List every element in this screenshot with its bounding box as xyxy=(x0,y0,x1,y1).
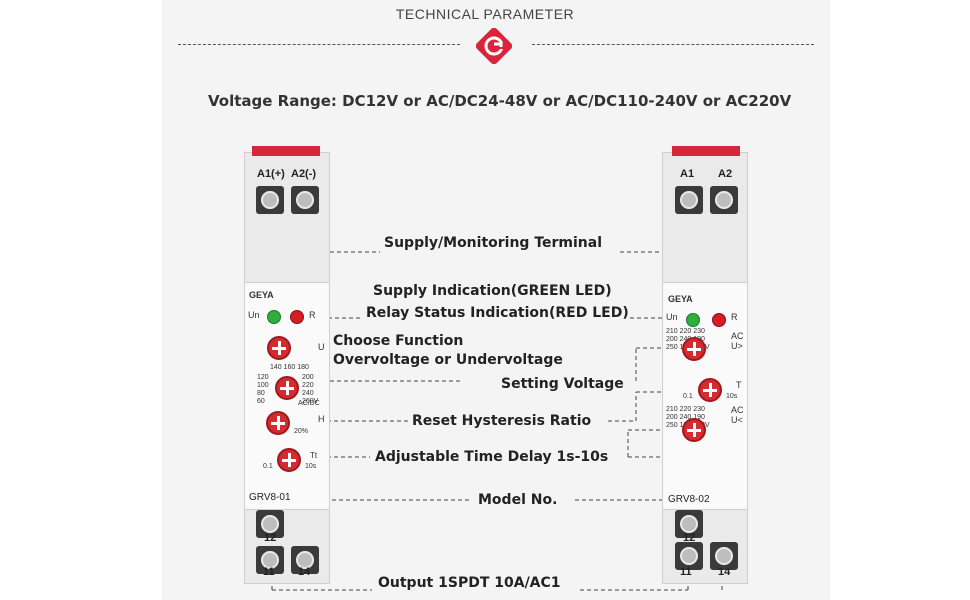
left-voltage-scale-right: 200 220 240 260V xyxy=(302,374,319,405)
left-voltage-knob[interactable] xyxy=(275,376,299,400)
left-terminal-a2-label: A2(-) xyxy=(291,168,317,180)
right-red-led xyxy=(712,313,726,327)
right-terminal-a1-label: A1 xyxy=(680,168,695,180)
right-terminal-14-label: 14 xyxy=(718,566,731,578)
left-terminal-14-screw[interactable] xyxy=(291,546,319,574)
brand-logo-icon xyxy=(476,28,512,64)
title-divider-right xyxy=(532,44,814,45)
right-terminal-11-label: 11 xyxy=(680,566,692,578)
left-function-mark: U xyxy=(318,342,325,352)
left-time-knob[interactable] xyxy=(277,448,301,472)
label-setting-voltage: Setting Voltage xyxy=(501,376,624,392)
relay-right-top-cap xyxy=(672,146,740,156)
left-hysteresis-pct: 20% xyxy=(294,428,309,435)
right-model-label: GRV8-02 xyxy=(668,494,710,505)
left-green-led xyxy=(267,310,281,324)
left-time-max: 10s xyxy=(305,463,317,470)
left-terminal-12-label: 12 xyxy=(264,532,277,544)
right-time-knob[interactable] xyxy=(698,378,722,402)
label-time-delay: Adjustable Time Delay 1s-10s xyxy=(375,449,609,465)
right-brand-label: GEYA xyxy=(668,294,693,304)
left-hysteresis-mark: H xyxy=(318,414,325,424)
right-upper-mode: AC U> xyxy=(731,331,744,351)
left-function-knob[interactable] xyxy=(267,336,291,360)
left-terminal-a1-screw[interactable] xyxy=(256,186,284,214)
label-over-under: Overvoltage or Undervoltage xyxy=(333,352,563,368)
right-time-mark: T xyxy=(736,380,742,390)
label-output: Output 1SPDT 10A/AC1 xyxy=(378,575,561,591)
right-terminal-a1-screw[interactable] xyxy=(675,186,703,214)
label-relay-status: Relay Status Indication(RED LED) xyxy=(366,305,629,321)
left-voltage-scale-left: 120 100 80 60 xyxy=(257,374,269,405)
left-model-label: GRV8-01 xyxy=(249,492,291,503)
right-time-max: 10s xyxy=(726,393,738,400)
right-terminal-14-screw[interactable] xyxy=(710,542,738,570)
label-supply-terminal: Supply/Monitoring Terminal xyxy=(384,235,603,251)
page-title: TECHNICAL PARAMETER xyxy=(395,6,575,22)
left-voltage-unit: AC/DC xyxy=(298,400,320,407)
left-terminal-14-label: 14 xyxy=(298,566,311,578)
left-time-mark: Tt xyxy=(310,451,318,460)
relay-right-faceplate xyxy=(662,282,748,510)
left-hysteresis-knob[interactable] xyxy=(266,411,290,435)
right-led-un-label: Un xyxy=(666,312,678,322)
right-lower-voltage-knob[interactable] xyxy=(682,418,706,442)
right-terminal-a2-screw[interactable] xyxy=(710,186,738,214)
right-time-min: 0.1 xyxy=(683,393,693,400)
right-terminal-11-screw[interactable] xyxy=(675,542,703,570)
right-terminal-12-screw[interactable] xyxy=(675,510,703,538)
right-green-led xyxy=(686,313,700,327)
right-led-r-label: R xyxy=(731,312,738,322)
label-model-no: Model No. xyxy=(478,492,558,508)
voltage-range-text: Voltage Range: DC12V or AC/DC24-48V or A… xyxy=(208,92,792,110)
right-terminal-a2-label: A2 xyxy=(718,168,733,180)
left-voltage-scale-top: 140 160 180 xyxy=(270,364,309,371)
left-terminal-11-screw[interactable] xyxy=(256,546,284,574)
left-led-un-label: Un xyxy=(248,310,260,320)
left-time-min: 0.1 xyxy=(263,463,273,470)
right-upper-voltage-knob[interactable] xyxy=(682,337,706,361)
left-terminal-11-label: 11 xyxy=(263,566,275,578)
left-red-led xyxy=(290,310,304,324)
title-divider-left xyxy=(178,44,460,45)
left-led-r-label: R xyxy=(309,310,316,320)
right-terminal-12-label: 12 xyxy=(683,532,696,544)
label-reset-hysteresis: Reset Hysteresis Ratio xyxy=(412,413,592,429)
left-terminal-a2-screw[interactable] xyxy=(291,186,319,214)
label-supply-indication: Supply Indication(GREEN LED) xyxy=(373,283,612,299)
right-lower-mode: AC U< xyxy=(731,405,744,425)
label-choose-function: Choose Function xyxy=(333,333,464,349)
relay-left-top-cap xyxy=(252,146,320,156)
left-brand-label: GEYA xyxy=(249,290,274,300)
left-terminal-a1-label: A1(+) xyxy=(257,168,285,180)
left-terminal-12-screw[interactable] xyxy=(256,510,284,538)
